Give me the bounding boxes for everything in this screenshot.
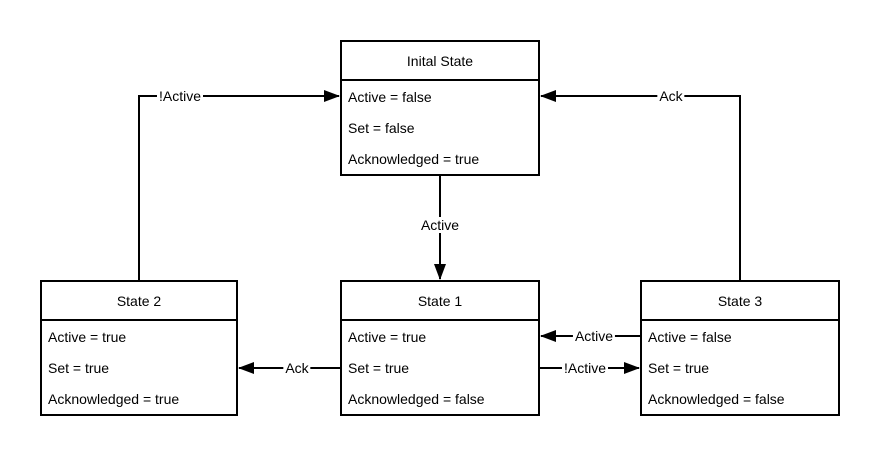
transition-label-inital-to-s1: Active <box>418 217 462 233</box>
state-attribute-acknowledged: Acknowledged = true <box>348 150 480 167</box>
transition-label-s2-to-inital: !Active <box>156 88 204 104</box>
state-box-state-3: State 3 Active = false Set = true Acknow… <box>640 280 840 416</box>
transition-label-s3-to-inital: Ack <box>657 88 685 104</box>
transition-label-s3-to-s1: Active <box>572 328 616 344</box>
state-attribute-active: Active = false <box>648 328 732 345</box>
state-title: State 3 <box>642 282 838 321</box>
state-attribute-set: Set = false <box>348 119 415 136</box>
transition-label-s1-to-s2: Ack <box>283 360 311 376</box>
state-body: Active = true Set = true Acknowledged = … <box>342 321 538 414</box>
state-attribute-set: Set = true <box>648 359 710 376</box>
state-attribute-active: Active = true <box>48 328 127 345</box>
state-body: Active = false Set = true Acknowledged =… <box>642 321 838 414</box>
state-box-inital-state: Inital State Active = false Set = false … <box>340 40 540 176</box>
state-attribute-set: Set = true <box>48 359 110 376</box>
state-attribute-set: Set = true <box>348 359 410 376</box>
state-attribute-acknowledged: Acknowledged = false <box>348 390 485 407</box>
state-attribute-active: Active = true <box>348 328 427 345</box>
state-attribute-acknowledged: Acknowledged = true <box>48 390 180 407</box>
state-attribute-active: Active = false <box>348 88 432 105</box>
state-body: Active = true Set = true Acknowledged = … <box>42 321 236 414</box>
state-box-state-1: State 1 Active = true Set = true Acknowl… <box>340 280 540 416</box>
state-box-state-2: State 2 Active = true Set = true Acknowl… <box>40 280 238 416</box>
transition-arrow-s2-to-inital <box>138 90 340 280</box>
transition-arrow-s3-to-inital <box>540 90 741 280</box>
state-title: Inital State <box>342 42 538 81</box>
state-title: State 1 <box>342 282 538 321</box>
state-body: Active = false Set = false Acknowledged … <box>342 81 538 174</box>
state-title: State 2 <box>42 282 236 321</box>
transition-label-s1-to-s3: !Active <box>561 360 609 376</box>
state-attribute-acknowledged: Acknowledged = false <box>648 390 785 407</box>
